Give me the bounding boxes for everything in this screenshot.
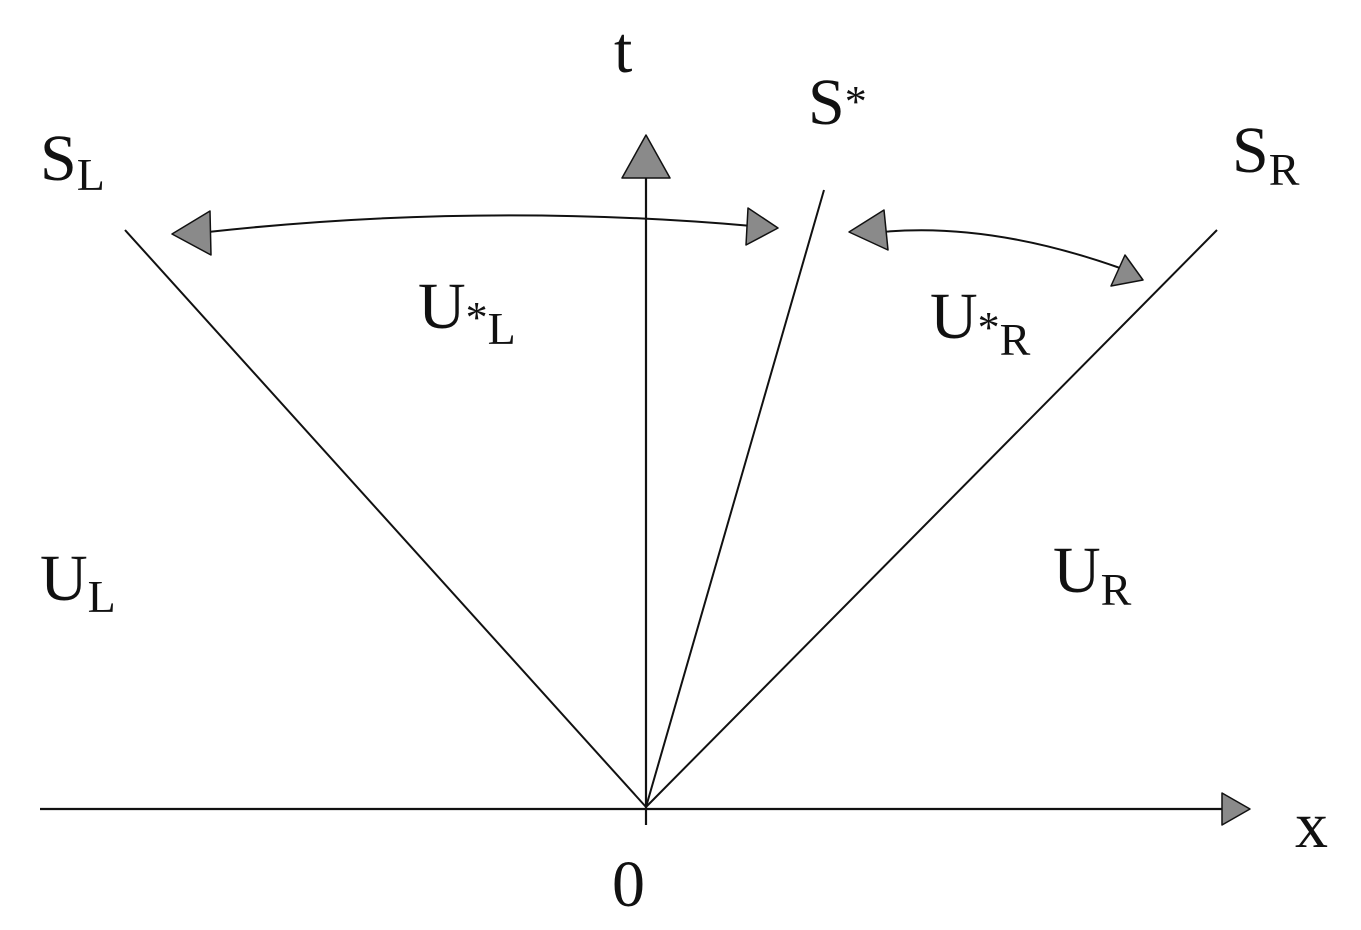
left-state-label: UL — [40, 542, 116, 622]
t-axis-label: t — [614, 14, 632, 87]
x-axis-label: x — [1295, 789, 1328, 862]
star-right-state-label: U*R — [930, 280, 1031, 365]
right-state-label: UR — [1053, 534, 1132, 615]
middle-wave-label: S* — [808, 66, 867, 139]
left-wave-line — [124, 229, 647, 808]
right-wave-label: SR — [1232, 114, 1300, 195]
origin-label: 0 — [612, 848, 645, 921]
star-left-state-label: U*L — [418, 270, 516, 354]
x-axis-arrowhead — [1221, 792, 1251, 826]
middle-wave-line — [645, 189, 825, 808]
left-wave-label: SL — [40, 122, 105, 200]
right-arc-arrowhead-left — [848, 209, 889, 251]
left-arc-arrowhead-left — [171, 210, 212, 256]
left-arc-arrowhead-right — [745, 207, 779, 246]
right-star-region-arc — [881, 229, 1121, 269]
right-wave-line — [645, 229, 1218, 808]
right-arc-arrowhead-right — [1110, 254, 1144, 287]
t-axis-arrowhead — [621, 134, 671, 179]
left-star-region-arc — [207, 214, 753, 233]
